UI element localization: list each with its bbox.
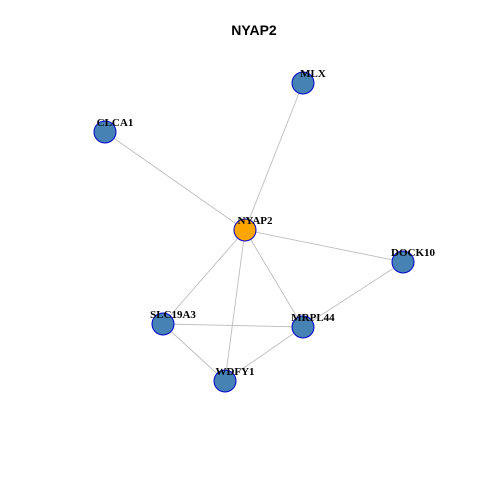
node-label-mrpl44: MRPL44 [291, 312, 335, 324]
node-dock10 [391, 250, 415, 274]
node-label-slc19a3: SLC19A3 [150, 309, 196, 321]
node-nyap2 [233, 218, 257, 242]
node-wdfy1 [213, 369, 237, 393]
node-label-clca1: CLCA1 [97, 117, 134, 129]
node-label-mlx: MLX [300, 68, 326, 80]
edge-nyap2-wdfy1 [224, 229, 246, 382]
edge-slc19a3-mrpl44 [162, 323, 304, 328]
edge-nyap2-clca1 [104, 131, 246, 231]
node-clca1 [93, 120, 117, 144]
node-label-dock10: DOCK10 [391, 247, 436, 259]
edge-nyap2-mrpl44 [244, 229, 304, 328]
node-mlx [291, 71, 315, 95]
diagram-title: NYAP2 [231, 22, 277, 38]
node-slc19a3 [151, 312, 175, 336]
node-label-nyap2: NYAP2 [237, 215, 273, 227]
edge-layer [104, 82, 404, 382]
edge-nyap2-dock10 [244, 229, 404, 263]
edge-nyap2-mlx [244, 82, 304, 231]
node-label-wdfy1: WDFY1 [215, 366, 254, 378]
edge-nyap2-slc19a3 [162, 229, 246, 325]
node-mrpl44 [291, 315, 315, 339]
edge-dock10-mrpl44 [302, 261, 404, 328]
edge-slc19a3-wdfy1 [162, 323, 226, 382]
node-layer [93, 71, 415, 393]
edge-mrpl44-wdfy1 [224, 326, 304, 382]
